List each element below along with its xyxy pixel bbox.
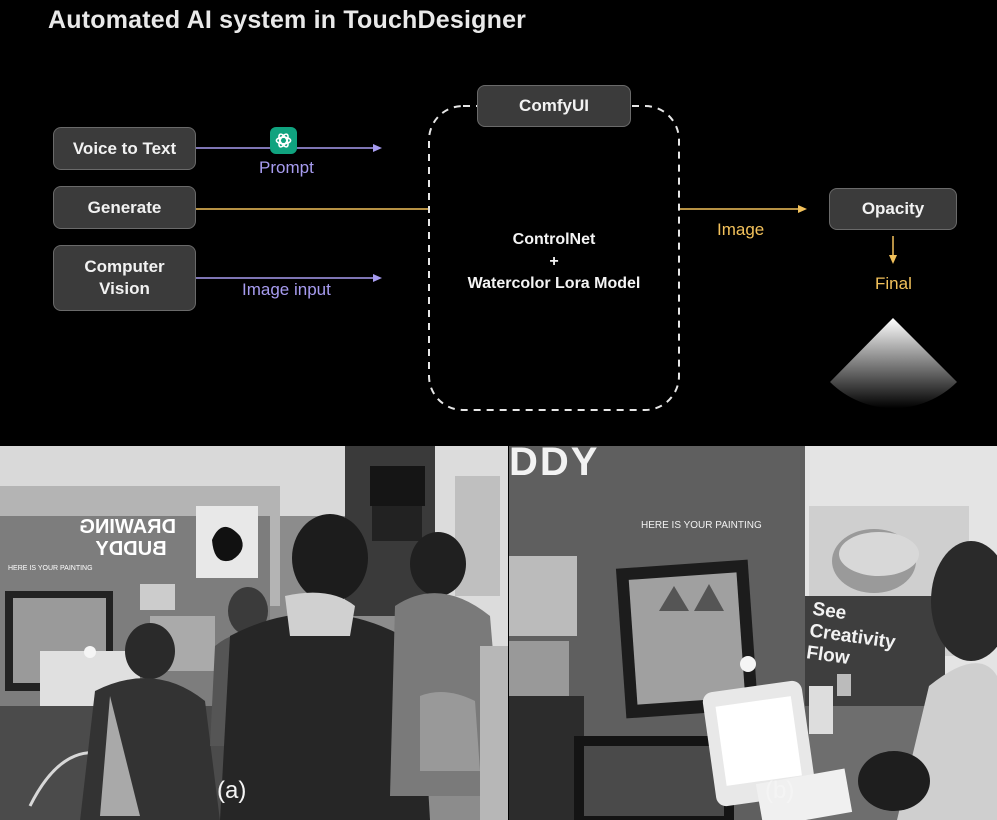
comfyui-contents: ControlNet + Watercolor Lora Model — [430, 229, 678, 295]
arrow-down-icon — [889, 255, 897, 264]
lora-model-label: Watercolor Lora Model — [467, 275, 641, 292]
controlnet-label: ControlNet — [512, 231, 596, 248]
wall-text-b: DDY — [509, 446, 600, 484]
computer-vision-node: Computer Vision — [53, 245, 196, 311]
computer-vision-label-line1: Computer — [84, 257, 165, 276]
caption-a: (a) — [217, 777, 247, 804]
painting-label-a: HERE IS YOUR PAINTING — [8, 565, 93, 572]
chatgpt-icon — [270, 127, 297, 154]
page-title: Automated AI system in TouchDesigner — [48, 6, 527, 34]
caption-b: (b) — [765, 777, 795, 804]
photo-a-scene — [0, 446, 508, 820]
computer-vision-label-line2: Vision — [99, 279, 150, 298]
comfyui-label: ComfyUI — [519, 96, 589, 115]
photo-b-scene — [509, 446, 997, 820]
opacity-node: Opacity — [829, 188, 957, 230]
opacity-label: Opacity — [861, 199, 925, 218]
painting-label-b: HERE IS YOUR PAINTING — [641, 520, 762, 531]
photo-b: DDY HERE IS YOUR PAINTING See Creativity… — [509, 446, 997, 820]
voice-to-text-node: Voice to Text — [53, 127, 196, 170]
generate-node: Generate — [53, 186, 196, 229]
arrow-right-icon — [798, 205, 807, 213]
diagram-connectors — [196, 105, 957, 411]
generate-label: Generate — [87, 197, 162, 217]
voice-to-text-label: Voice to Text — [72, 138, 177, 158]
poster-title: DRAWING BUDDY — [79, 516, 176, 560]
plus-label: + — [549, 253, 559, 270]
photo-a: DRAWING BUDDY HERE IS YOUR PAINTING (a) — [0, 446, 508, 820]
final-output-shape — [830, 318, 957, 409]
final-label: Final — [875, 274, 912, 293]
comfyui-node: ComfyUI — [477, 85, 631, 127]
arrow-right-icon — [373, 274, 382, 282]
image-input-label: Image input — [242, 280, 331, 299]
arrow-right-icon — [373, 144, 382, 152]
image-label: Image — [717, 220, 765, 239]
prompt-label: Prompt — [259, 158, 314, 177]
